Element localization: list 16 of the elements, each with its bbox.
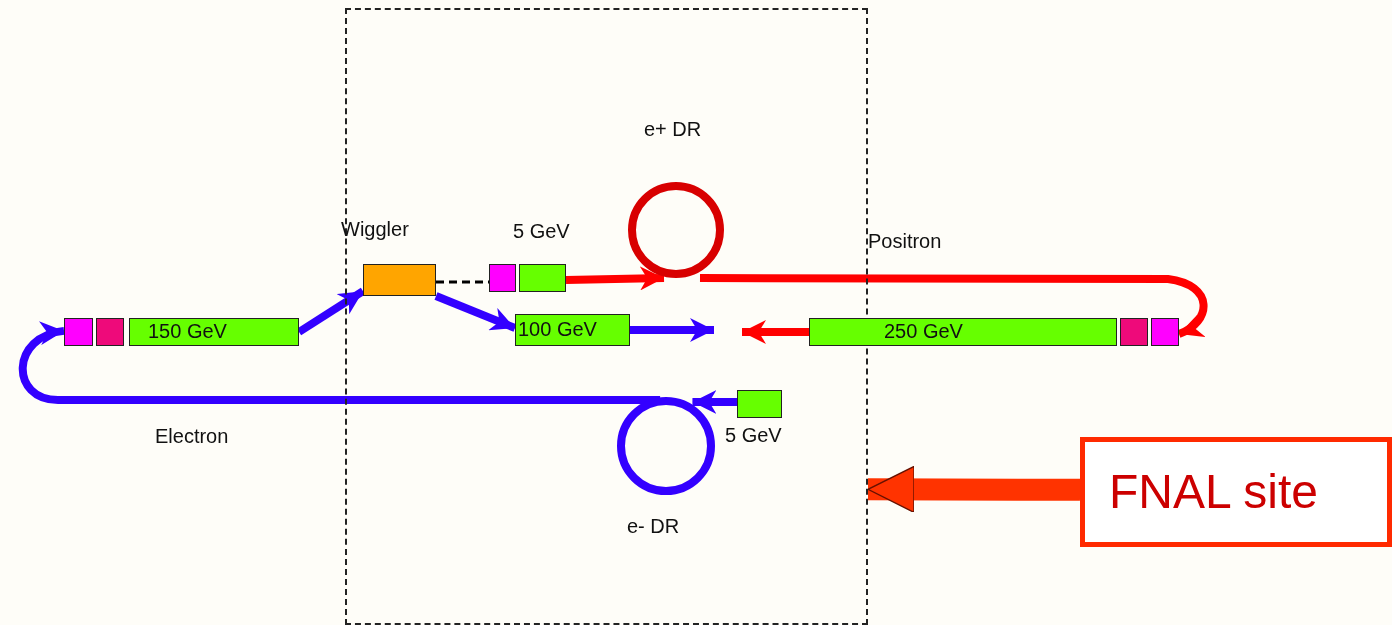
- beam-name-label: Electron: [155, 425, 229, 448]
- beam-name-label: Positron: [868, 230, 942, 253]
- component-label: Wiggler: [341, 218, 409, 241]
- site-label-box: FNAL site: [1080, 437, 1392, 547]
- beam-arrow: [18, 323, 661, 404]
- component-label: 5 GeV: [513, 220, 570, 243]
- block-arrow: [867, 465, 1081, 514]
- beam-arrow: [565, 266, 665, 291]
- component-label: e+ DR: [644, 118, 702, 141]
- component-label: 5 GeV: [725, 424, 782, 447]
- beam-arrow: [434, 292, 517, 332]
- component-label: e- DR: [627, 515, 680, 538]
- beam-arrow: [692, 390, 737, 414]
- linac-segment: 250 GeV: [809, 318, 1117, 346]
- linac-segment: 100 GeV: [515, 314, 630, 346]
- linac-segment: 150 GeV: [129, 318, 299, 346]
